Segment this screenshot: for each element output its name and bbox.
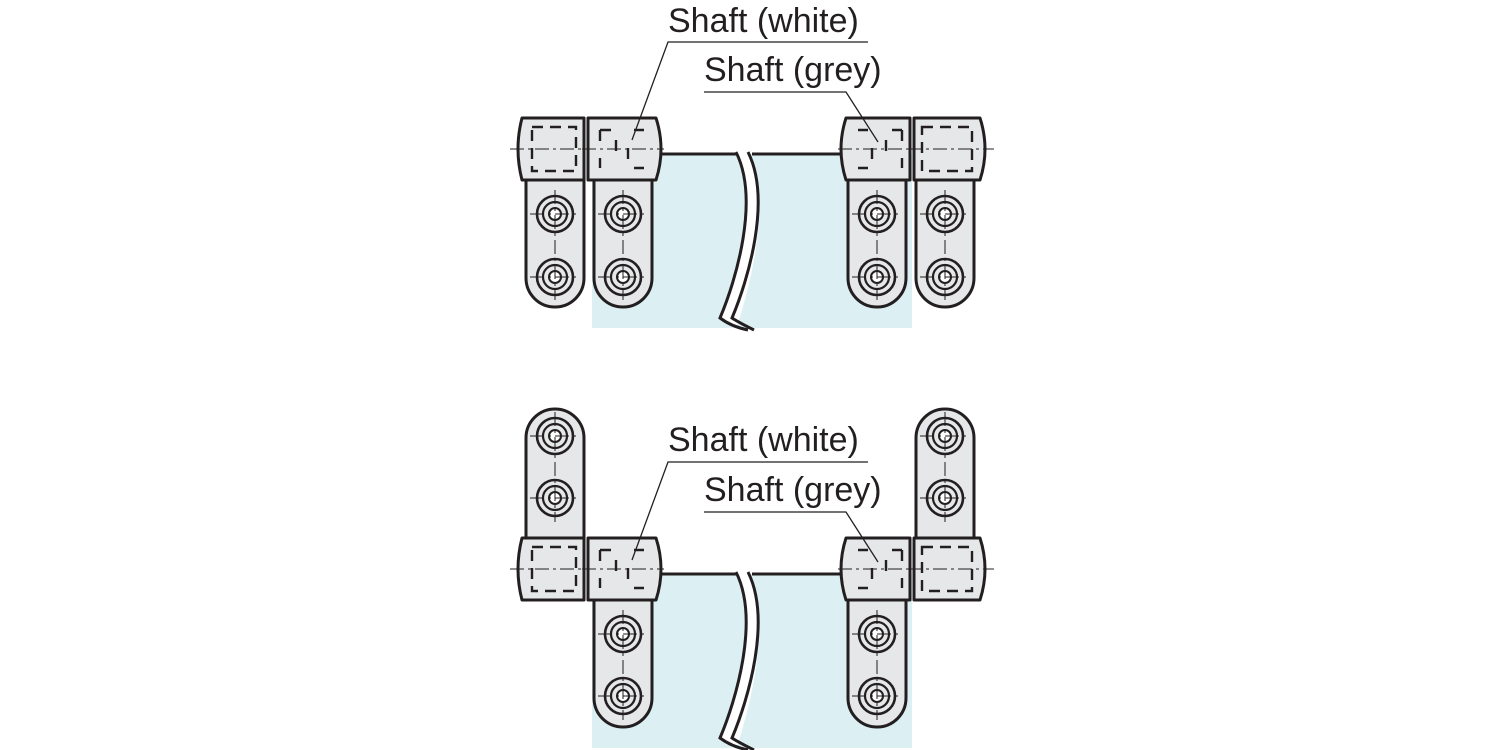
label-shaft-grey: Shaft (grey) <box>704 471 882 509</box>
hinge-assembly-top: Shaft (white) Shaft (grey) <box>510 2 994 332</box>
right-knuckle-outer <box>908 116 994 182</box>
callout-shaft-grey: Shaft (grey) <box>704 51 882 143</box>
left-outer-leaf <box>524 174 586 309</box>
left-inner-leaf <box>592 594 654 729</box>
left-outer-leaf <box>524 407 586 542</box>
hinge-assembly-bottom: Shaft (white) Shaft (grey) <box>510 407 994 750</box>
right-inner-leaf <box>846 594 908 729</box>
callout-shaft-white: Shaft (white) <box>631 421 868 561</box>
left-knuckle-inner <box>582 116 664 182</box>
right-knuckle-outer <box>908 536 994 602</box>
left-knuckle-outer <box>510 536 590 602</box>
right-knuckle-inner <box>838 116 918 182</box>
left-knuckle-outer <box>510 116 590 182</box>
right-inner-leaf <box>846 174 908 309</box>
left-knuckle-inner <box>582 536 664 602</box>
right-knuckle-inner <box>838 536 918 602</box>
right-outer-leaf <box>914 407 976 542</box>
callout-shaft-grey: Shaft (grey) <box>704 471 882 563</box>
label-shaft-white: Shaft (white) <box>668 421 859 459</box>
callout-shaft-white: Shaft (white) <box>631 2 868 141</box>
label-shaft-grey: Shaft (grey) <box>704 51 882 89</box>
right-outer-leaf <box>914 174 976 309</box>
label-shaft-white: Shaft (white) <box>668 2 859 40</box>
left-inner-leaf <box>592 174 654 309</box>
